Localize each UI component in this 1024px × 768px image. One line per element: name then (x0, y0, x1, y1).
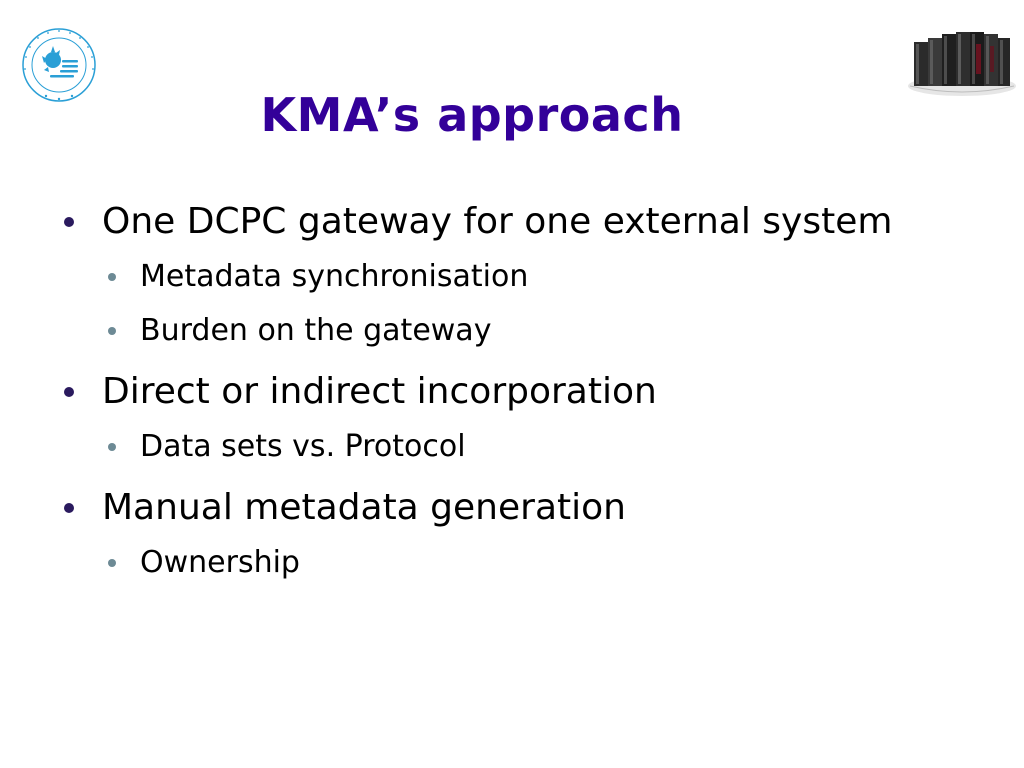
sub-bullet-dot-icon (108, 559, 116, 567)
sub-bullet-item: Burden on the gateway (102, 304, 960, 358)
bullet-item: Manual metadata generation Ownership (60, 484, 960, 590)
sub-bullet-text: Metadata synchronisation (140, 259, 529, 294)
sub-bullet-text: Data sets vs. Protocol (140, 429, 466, 464)
sub-bullet-item: Ownership (102, 536, 960, 590)
slide-title: KMA’s approach (260, 88, 684, 142)
bullet-item: One DCPC gateway for one external system… (60, 198, 960, 358)
sub-bullet-list: Metadata synchronisation Burden on the g… (102, 250, 960, 358)
sub-bullet-dot-icon (108, 443, 116, 451)
bullet-text: One DCPC gateway for one external system (102, 201, 893, 242)
bullet-text: Direct or indirect incorporation (102, 371, 657, 412)
bullet-item: Direct or indirect incorporation Data se… (60, 368, 960, 474)
sub-bullet-item: Data sets vs. Protocol (102, 420, 960, 474)
bullet-text: Manual metadata generation (102, 487, 626, 528)
bullet-list: One DCPC gateway for one external system… (60, 198, 960, 600)
server-racks-icon (906, 24, 1018, 98)
sub-bullet-list: Ownership (102, 536, 960, 590)
sub-bullet-text: Ownership (140, 545, 300, 580)
kma-logo-icon (20, 26, 98, 104)
bullet-dot-icon (64, 387, 74, 397)
sub-bullet-list: Data sets vs. Protocol (102, 420, 960, 474)
sub-bullet-item: Metadata synchronisation (102, 250, 960, 304)
bullet-dot-icon (64, 217, 74, 227)
sub-bullet-text: Burden on the gateway (140, 313, 492, 348)
bullet-dot-icon (64, 503, 74, 513)
sub-bullet-dot-icon (108, 327, 116, 335)
sub-bullet-dot-icon (108, 273, 116, 281)
